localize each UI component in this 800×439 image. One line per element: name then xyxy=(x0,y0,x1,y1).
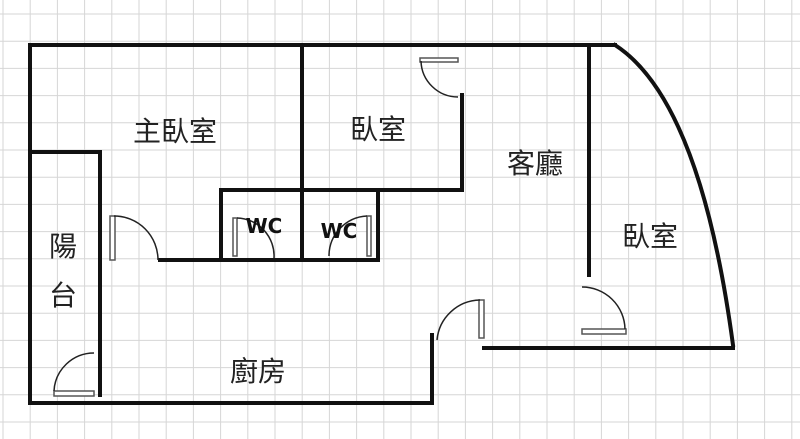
doors xyxy=(53,57,627,397)
room-label-wc-1: WC xyxy=(246,214,283,238)
room-label-kitchen: 廚房 xyxy=(230,355,286,388)
room-label-balcony-2: 台 xyxy=(49,279,77,312)
room-label-living-room: 客廳 xyxy=(507,147,563,180)
curved-wall xyxy=(612,42,736,348)
room-label-balcony-1: 陽 xyxy=(49,230,77,263)
room-label-master-bedroom: 主臥室 xyxy=(133,115,217,148)
walls xyxy=(28,42,736,405)
room-label-bedroom-right: 臥室 xyxy=(622,220,678,253)
room-label-bedroom-top: 臥室 xyxy=(350,113,406,146)
room-label-wc-2: WC xyxy=(321,219,358,243)
